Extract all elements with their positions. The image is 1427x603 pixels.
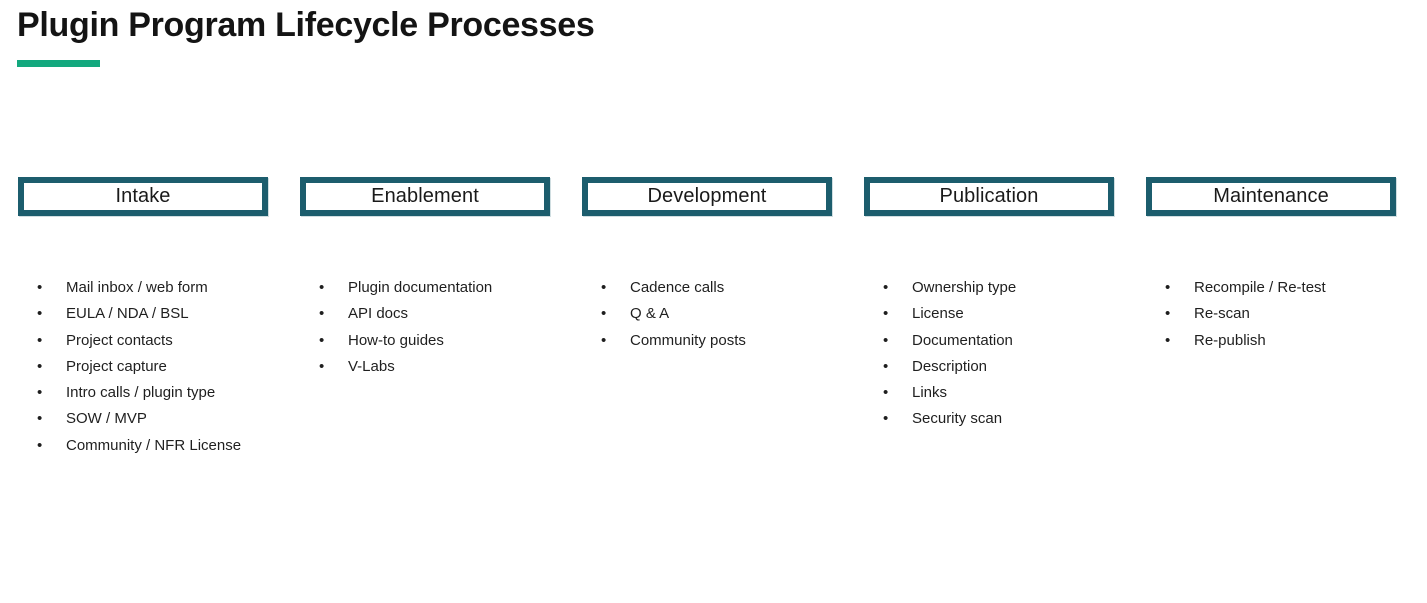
bullet-icon: • xyxy=(601,305,607,323)
bullet-icon: • xyxy=(37,331,43,349)
stage-header-label: Development xyxy=(647,185,767,207)
list-item-label: Mail inbox / web form xyxy=(66,279,208,296)
stage-item-list: • Ownership type • License • Documentation • De… xyxy=(864,275,1134,433)
stage-header-label: Enablement xyxy=(371,185,479,207)
list-item-label: EULA / NDA / BSL xyxy=(66,305,189,323)
bullet-icon: • xyxy=(1165,279,1171,296)
stage-header-box: Maintenance xyxy=(1146,177,1396,216)
stage-item-list: •Mail inbox / web form•EULA / NDA / BSL•… xyxy=(18,275,288,459)
bullet-icon: • xyxy=(883,279,889,296)
list-item-label: Security scan xyxy=(912,410,1003,428)
list-item-label: Cadence calls xyxy=(630,279,725,296)
list-item: • Ownership type xyxy=(864,275,1134,301)
list-item-label: Documentation xyxy=(912,331,1013,349)
bullet-icon: • xyxy=(883,410,889,428)
list-item: • API docs xyxy=(300,301,570,327)
stage-item-list: • Plugin documentation • API docs • How-to gu… xyxy=(300,275,570,380)
bullet-icon: • xyxy=(1165,305,1171,323)
bullet-icon: • xyxy=(37,410,43,428)
stage-column-2: Enablement • Plugin documentation • API doc… xyxy=(300,177,550,375)
bullet-icon: • xyxy=(601,331,607,349)
bullet-icon: • xyxy=(601,279,607,296)
bullet-icon: • xyxy=(37,305,43,323)
list-item: • EULA / NDA / BSL xyxy=(18,301,288,327)
list-item-label: Project capture xyxy=(66,357,167,375)
list-item-label: Recompile / Re-test xyxy=(1194,279,1326,296)
list-item-label: License xyxy=(912,305,964,323)
list-item: • How-to guides xyxy=(300,328,570,354)
bullet-icon: • xyxy=(319,357,325,375)
list-item-label: Community posts xyxy=(630,331,746,349)
stage-item-list: • Cadence calls • Q & A • Community posts xyxy=(582,275,852,354)
list-item-label: Re-scan xyxy=(1194,305,1250,323)
list-item-label: How-to guides xyxy=(348,331,444,349)
list-item: • License xyxy=(864,301,1134,327)
stage-column-4: Publication • Ownership type • License • Docu… xyxy=(864,177,1114,427)
bullet-icon: • xyxy=(37,384,43,402)
stage-header-box: Development xyxy=(582,177,832,216)
list-item: • Documentation xyxy=(864,328,1134,354)
stage-column-3: Development • Cadence calls • Q & A • Communi… xyxy=(582,177,832,349)
stage-header-box: Publication xyxy=(864,177,1114,216)
list-item: • Community / NFR License xyxy=(18,433,288,459)
bullet-icon: • xyxy=(319,279,325,296)
bullet-icon: • xyxy=(1165,331,1171,349)
list-item: • Cadence calls xyxy=(582,275,852,301)
bullet-icon: • xyxy=(319,331,325,349)
list-item: • Q & A xyxy=(582,301,852,327)
list-item-label: Project contacts xyxy=(66,331,173,349)
title-accent-bar xyxy=(17,60,100,67)
bullet-icon: • xyxy=(883,331,889,349)
list-item-label: Plugin documentation xyxy=(348,279,493,296)
list-item: • Description xyxy=(864,354,1134,380)
bullet-icon: • xyxy=(37,436,43,454)
list-item: • SOW / MVP xyxy=(18,406,288,432)
bullet-icon: • xyxy=(37,357,43,375)
stage-header-label: Maintenance xyxy=(1213,185,1329,207)
list-item-label: Links xyxy=(912,384,948,402)
list-item-label: Ownership type xyxy=(912,279,1017,296)
list-item: • Re-publish xyxy=(1146,328,1416,354)
bullet-icon: • xyxy=(883,384,889,402)
page-title: Plugin Program Lifecycle Processes xyxy=(17,6,595,44)
stage-header-label: Publication xyxy=(939,185,1039,207)
list-item: • Community posts xyxy=(582,328,852,354)
list-item: • Project capture xyxy=(18,354,288,380)
list-item-label: V-Labs xyxy=(348,357,395,375)
list-item: • Links xyxy=(864,380,1134,406)
list-item: • V-Labs xyxy=(300,354,570,380)
list-item: • Security scan xyxy=(864,406,1134,432)
bullet-icon: • xyxy=(883,305,889,323)
list-item-label: SOW / MVP xyxy=(66,410,147,428)
list-item: • Mail inbox / web form xyxy=(18,275,288,301)
list-item-label: Community / NFR License xyxy=(66,436,242,454)
stage-column-5: Maintenance • Recompile / Re-test • Re-scan… xyxy=(1146,177,1396,349)
list-item: • Intro calls / plugin type xyxy=(18,380,288,406)
stage-column-1: Intake • Mail inbox / web form • EULA / NDA… xyxy=(18,177,268,454)
list-item-label: Q & A xyxy=(630,305,670,323)
bullet-icon: • xyxy=(319,305,325,323)
stage-item-list: • Recompile / Re-test • Re-scan • Re-publish xyxy=(1146,275,1416,354)
list-item: • Plugin documentation xyxy=(300,275,570,301)
stage-header-box: Intake xyxy=(18,177,268,216)
bullet-icon: • xyxy=(37,279,43,296)
stage-header-box: Enablement xyxy=(300,177,550,216)
list-item-label: Intro calls / plugin type xyxy=(66,384,216,402)
list-item-label: Description xyxy=(912,357,988,375)
list-item: • Project contacts xyxy=(18,328,288,354)
bullet-icon: • xyxy=(883,357,889,375)
stage-header-label: Intake xyxy=(115,185,171,207)
list-item-label: API docs xyxy=(348,305,409,323)
list-item: • Re-scan xyxy=(1146,301,1416,327)
list-item: • Recompile / Re-test xyxy=(1146,275,1416,301)
list-item-label: Re-publish xyxy=(1194,331,1266,349)
